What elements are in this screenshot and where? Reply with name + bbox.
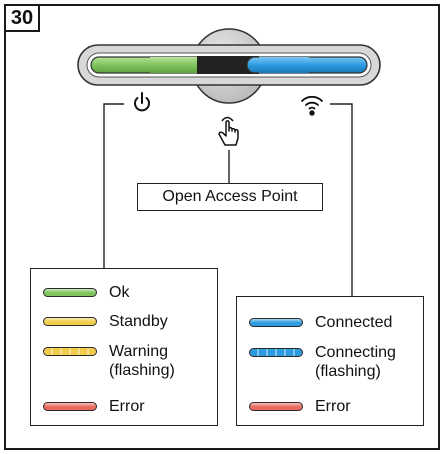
led-swatch: [249, 318, 303, 327]
figure-number: 30: [6, 6, 40, 32]
legend-label: Warning (flashing): [109, 343, 175, 379]
led-swatch: [43, 317, 97, 326]
center-led-segment: [197, 56, 259, 74]
power-icon: [134, 92, 150, 112]
legend-label: Connecting (flashing): [315, 344, 396, 380]
led-swatch: [43, 402, 97, 411]
legend-label: Ok: [109, 284, 130, 301]
legend-label: Error: [109, 398, 145, 415]
figure-frame: [4, 4, 440, 450]
legend-label: Error: [315, 398, 351, 415]
hand-press-icon: [218, 116, 239, 146]
power-connector-line: [103, 103, 124, 268]
led-swatch: [249, 402, 303, 411]
legend-label: Standby: [109, 313, 168, 330]
wifi-connector-line: [330, 103, 353, 296]
open-access-point-label: Open Access Point: [137, 183, 323, 211]
legend-label: Connected: [315, 314, 393, 331]
flashing-led-swatch: [249, 348, 303, 357]
wifi-icon: [301, 95, 323, 116]
led-swatch: [43, 288, 97, 297]
flashing-led-swatch: [43, 347, 97, 356]
